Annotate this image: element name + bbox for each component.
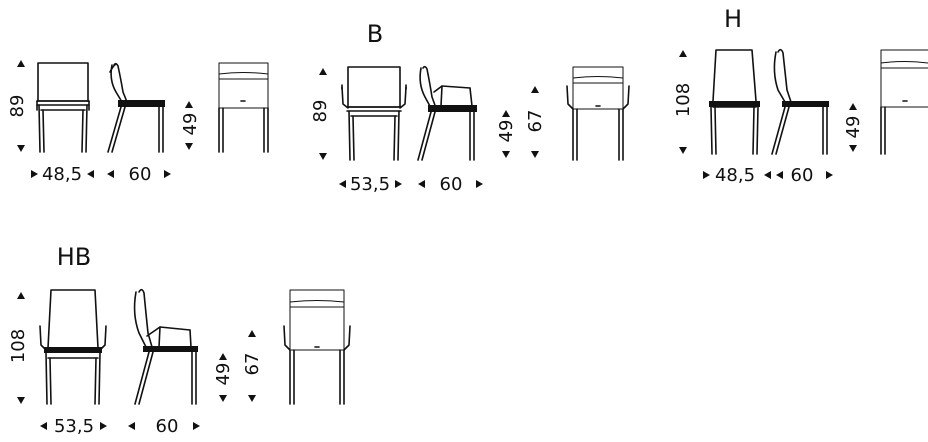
width-dimension: 48,5 xyxy=(31,164,94,185)
height-label: 89 xyxy=(310,100,331,123)
variant-standard: 89 xyxy=(7,60,269,185)
seat-height-dimension: 49 xyxy=(213,353,234,402)
armrest-height-dimension: 67 xyxy=(242,330,263,402)
side-view xyxy=(771,48,829,155)
depth-label: 60 xyxy=(156,416,179,437)
height-dimension: 108 xyxy=(673,50,694,154)
width-label: 48,5 xyxy=(42,164,82,185)
seat-height-dimension: 49 xyxy=(180,101,201,150)
variant-h: H 108 xyxy=(673,5,928,186)
side-view xyxy=(107,62,165,153)
height-label: 89 xyxy=(7,95,28,118)
width-label: 53,5 xyxy=(350,174,390,195)
height-dimension: 89 xyxy=(310,68,331,160)
seat-height-dimension: 49 xyxy=(496,110,517,158)
height-dimension: 108 xyxy=(8,292,29,404)
height-label: 108 xyxy=(8,329,29,363)
front-view xyxy=(36,62,90,153)
width-dimension: 53,5 xyxy=(40,416,107,437)
width-dimension: 53,5 xyxy=(339,174,402,195)
back-view xyxy=(880,49,928,155)
armrest-height-label: 67 xyxy=(242,353,263,376)
width-label: 48,5 xyxy=(715,165,755,186)
height-label: 108 xyxy=(673,83,694,117)
depth-dimension: 60 xyxy=(128,416,200,437)
depth-label: 60 xyxy=(440,174,463,195)
armrest-height-label: 67 xyxy=(525,110,546,133)
variant-code: H xyxy=(724,5,742,33)
side-view xyxy=(417,65,477,161)
armrest-height-dimension: 67 xyxy=(525,86,546,158)
side-view xyxy=(133,288,198,405)
width-label: 53,5 xyxy=(54,416,94,437)
front-view xyxy=(709,49,760,155)
depth-label: 60 xyxy=(129,164,152,185)
seat-height-label: 49 xyxy=(843,116,864,139)
variant-b: B 89 xyxy=(310,20,630,195)
depth-dimension: 60 xyxy=(418,174,483,195)
seat-height-label: 49 xyxy=(180,113,201,136)
width-dimension: 48,5 xyxy=(703,165,771,186)
depth-label: 60 xyxy=(791,165,814,186)
front-view xyxy=(39,289,107,405)
seat-height-dimension: 49 xyxy=(843,103,864,152)
back-view xyxy=(566,66,630,161)
seat-height-label: 49 xyxy=(496,120,517,143)
front-view xyxy=(341,66,407,161)
seat-height-label: 49 xyxy=(213,363,234,386)
variant-code: HB xyxy=(57,243,92,271)
depth-dimension: 60 xyxy=(107,164,171,185)
depth-dimension: 60 xyxy=(776,165,833,186)
variant-hb: HB 108 xyxy=(8,243,351,437)
back-view xyxy=(283,289,351,405)
back-view xyxy=(218,62,269,153)
height-dimension: 89 xyxy=(7,60,28,152)
variant-code: B xyxy=(367,20,383,48)
